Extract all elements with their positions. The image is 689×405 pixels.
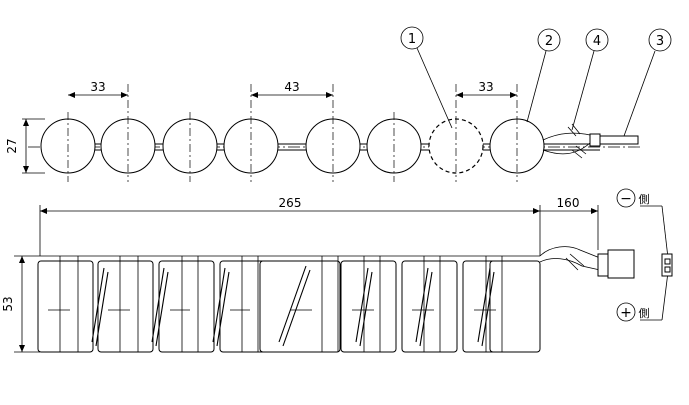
cell-centerlines [67,84,518,182]
callout-2-label: 2 [545,34,553,49]
side-tabs [40,255,540,352]
callout-1-label: 1 [408,32,416,47]
side-view: 265 160 53 [1,188,673,353]
side-lead-wire-1 [539,246,601,259]
dim-length-label: 265 [279,196,302,210]
side-cell-1 [37,260,94,353]
connector-pin-top [664,258,671,265]
callout-3: 3 [623,28,672,137]
connector-face [661,253,673,277]
negative-polarity-label: − 側 [616,188,650,208]
polarity-leader-top-diag [661,205,669,259]
callout-4-label: 4 [593,34,601,49]
callout-2: 2 [526,28,561,123]
negative-symbol: − [620,191,632,207]
dim-arrow-lead [591,208,598,214]
diagonal-straps [91,265,495,347]
side-cell-2 [97,260,154,353]
dim-side-height-label: 53 [1,296,15,311]
connector-collar [589,133,601,147]
side-cell-5 [259,260,341,353]
side-cell-9 [489,260,541,353]
side-lead-wire-2 [539,258,601,271]
top-view: 33 43 33 27 1 2 4 [5,26,672,182]
dim-pitch-mid-label: 43 [284,80,299,94]
connector-body [599,135,639,145]
dim-arrows-pitch-right [456,92,517,98]
polarity-leader-bottom-diag [661,271,669,321]
callout-3-label: 3 [656,34,664,49]
callout-4: 4 [571,28,609,131]
side-cell-3 [158,260,215,353]
negative-side-text: 側 [639,193,650,206]
side-connector-body [607,249,635,279]
side-cell-7 [401,260,458,353]
connector-pin-bottom [664,266,671,273]
dim-pitch-right-label: 33 [478,80,493,94]
wire-break-mark-top [567,123,581,137]
wire-break-mark-bottom [571,145,587,159]
lead-wire-lower [542,142,591,155]
dim-lead-label: 160 [557,196,580,210]
positive-side-text: 側 [639,307,650,320]
dim-height-top-label: 27 [5,138,19,153]
side-connector-collar [597,253,609,277]
callout-1: 1 [400,26,453,129]
dim-arrows-pitch-left [68,92,128,98]
positive-polarity-label: + 側 [616,302,650,322]
side-wire-break-mark [565,253,585,271]
positive-symbol: + [620,305,632,321]
dim-pitch-left-label: 33 [90,80,105,94]
side-cell-6 [340,260,397,353]
lead-wire-upper [542,132,591,141]
cell-row-side [37,260,541,353]
